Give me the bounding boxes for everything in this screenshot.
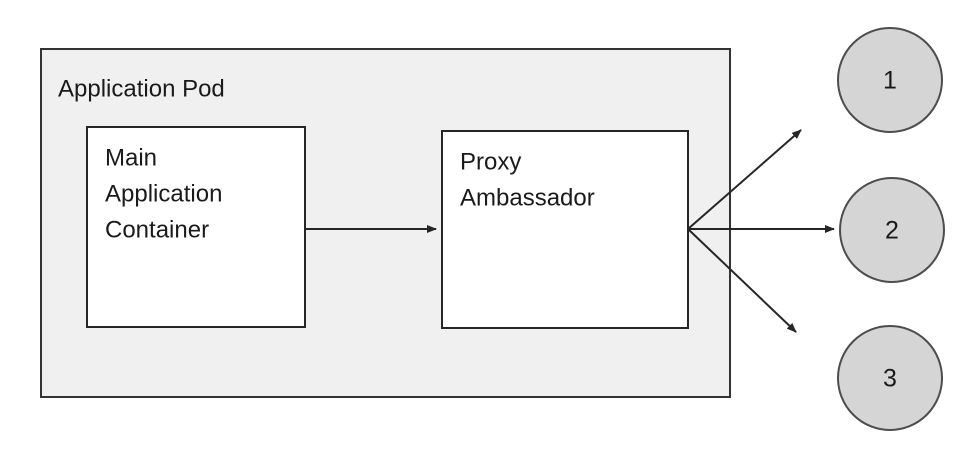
connector-proxy-to-service-3 bbox=[687, 228, 797, 333]
external-service-3[interactable]: 3 bbox=[837, 325, 943, 431]
external-service-1[interactable]: 1 bbox=[837, 27, 943, 133]
external-service-3-circle bbox=[837, 325, 943, 431]
main-application-container[interactable]: Main Application Container bbox=[86, 126, 306, 328]
proxy-ambassador-label-line-2: Ambassador bbox=[460, 184, 595, 211]
external-service-1-circle bbox=[837, 27, 943, 133]
main-application-container-label-line-3: Container bbox=[105, 216, 209, 243]
external-service-3-label: 3 bbox=[883, 365, 897, 393]
proxy-ambassador-box bbox=[441, 130, 689, 329]
connector-proxy-to-service-1 bbox=[687, 129, 802, 230]
main-application-container-label-line-1: Main bbox=[105, 144, 157, 171]
external-service-2-circle bbox=[839, 177, 945, 283]
external-service-2[interactable]: 2 bbox=[839, 177, 945, 283]
external-service-2-label: 2 bbox=[885, 217, 899, 245]
proxy-ambassador-container[interactable]: Proxy Ambassador bbox=[441, 130, 689, 329]
external-service-1-label: 1 bbox=[883, 67, 897, 95]
main-application-container-box bbox=[86, 126, 306, 328]
main-application-container-label-line-2: Application bbox=[105, 180, 222, 207]
proxy-ambassador-label-line-1: Proxy bbox=[460, 148, 521, 175]
application-pod-label: Application Pod bbox=[58, 75, 225, 102]
